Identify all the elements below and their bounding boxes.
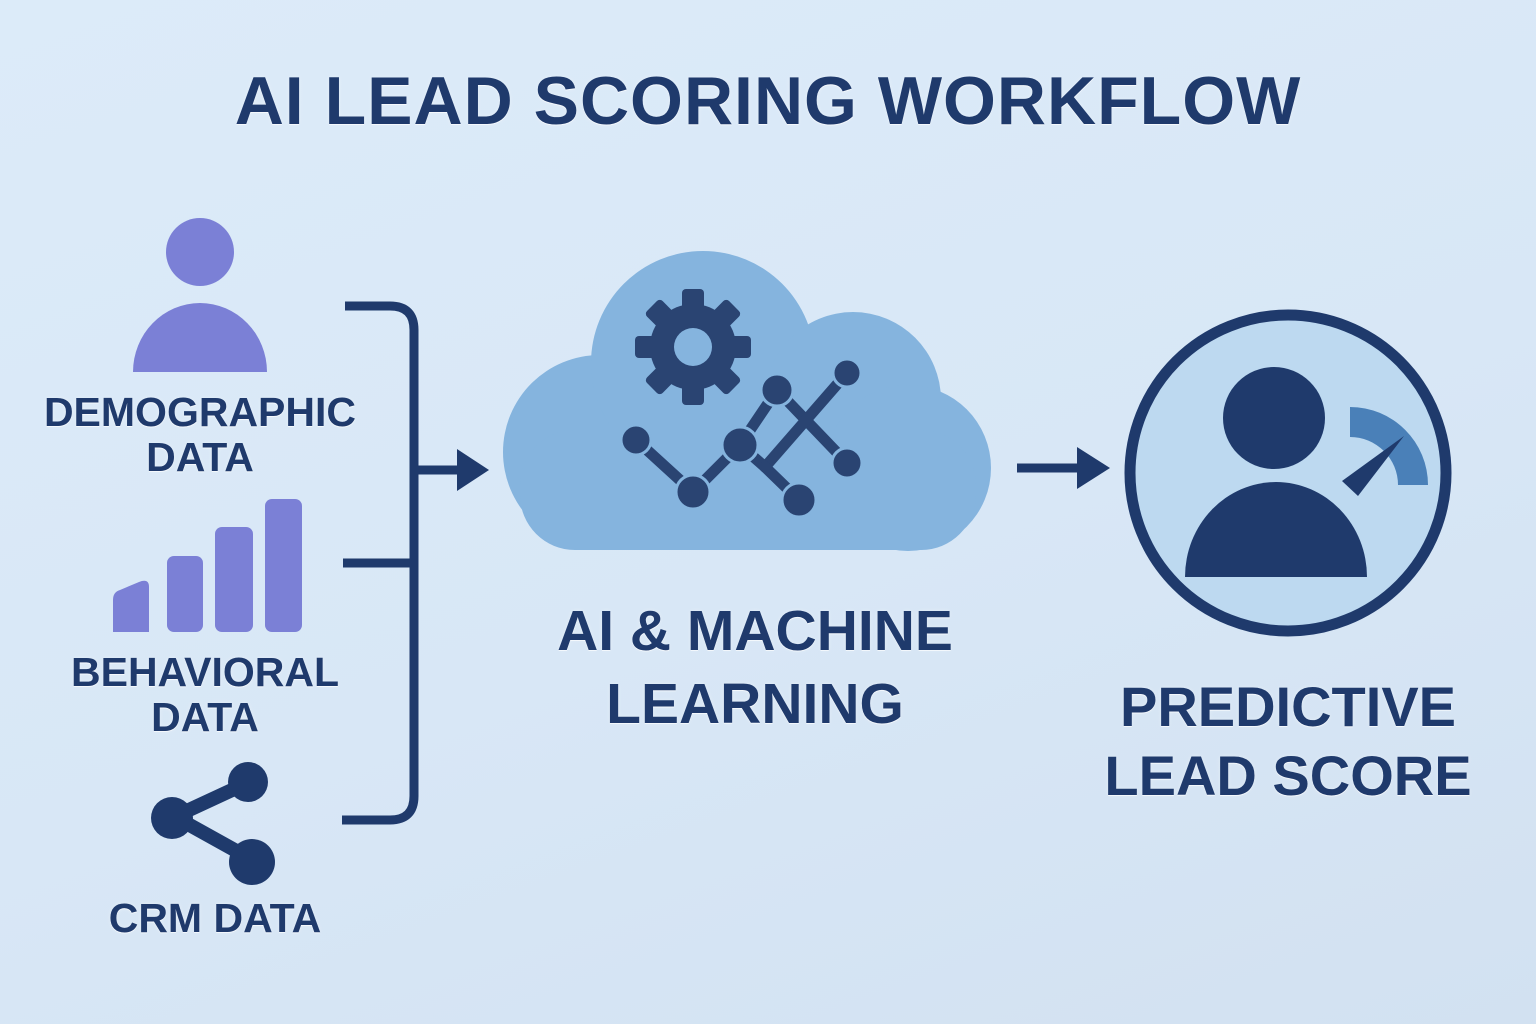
page-title: AI LEAD SCORING WORKFLOW (234, 63, 1302, 139)
arrow-inputs-to-ai-icon (418, 449, 489, 491)
merge-bracket (342, 301, 419, 825)
person-gauge-icon (1124, 309, 1452, 637)
person-icon (133, 218, 267, 372)
gauge-needle (1342, 436, 1404, 496)
crm-data-label: CRM DATA (108, 895, 322, 941)
network-graph-icon (619, 357, 864, 519)
gear-icon (635, 289, 751, 405)
arrow-ai-to-score-icon (1017, 447, 1110, 489)
demographic-data-label: DEMOGRAPHIC DATA (43, 389, 357, 481)
behavioral-data-label: BEHAVIORAL DATA (70, 649, 340, 741)
cloud-icon (503, 251, 991, 551)
network-share-icon (151, 762, 275, 885)
ai-machine-learning-label: AI & MACHINE LEARNING (557, 599, 953, 736)
predictive-lead-score-label: PREDICTIVE LEAD SCORE (1104, 675, 1472, 808)
bar-chart-icon (113, 499, 302, 632)
gauge-arc (1350, 407, 1428, 485)
